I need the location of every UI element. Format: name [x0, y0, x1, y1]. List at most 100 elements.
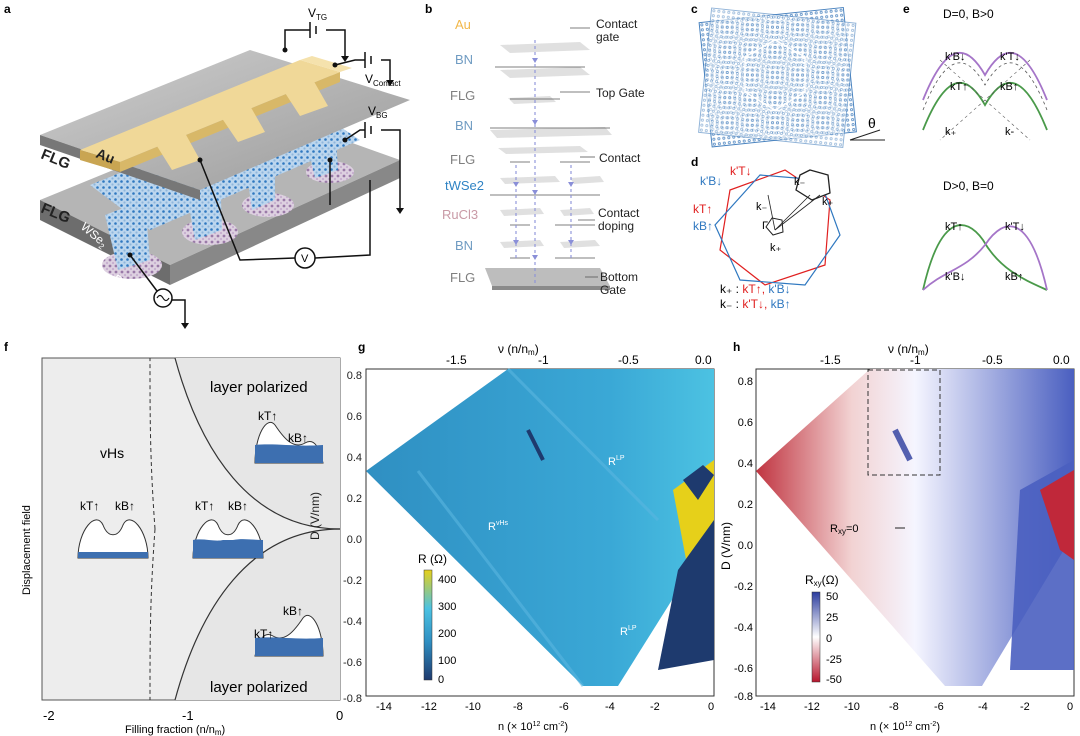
annotation-bottom-gate: Bottom Gate	[600, 270, 639, 297]
vcontact-label: VContact	[365, 72, 401, 88]
band-bottom-title: D>0, B=0	[943, 179, 994, 193]
colorbar-title: R (Ω)	[418, 552, 447, 566]
f-xtick: 0	[336, 708, 343, 723]
panel-label-c: c	[691, 2, 698, 16]
panel-label-f: f	[4, 340, 8, 354]
band-label: k'B↓	[945, 51, 965, 63]
bottom-tick: -10	[844, 701, 860, 713]
left-tick: -0.6	[343, 657, 362, 669]
bottom-tick: -6	[559, 701, 569, 713]
left-tick: 0.2	[738, 499, 753, 511]
au-label: Au	[94, 145, 117, 167]
colorbar-tick: 100	[438, 655, 456, 667]
band-label: k'T↓	[1005, 221, 1025, 233]
band-label: kT↑	[80, 499, 99, 513]
legend-k-plus: k₊ : kT↑, k'B↓	[720, 282, 791, 296]
panel-label-h: h	[733, 340, 741, 354]
top-tick: 0.0	[695, 353, 712, 367]
bottom-tick: -2	[1020, 701, 1030, 713]
left-tick: -0.6	[734, 663, 753, 675]
layer-name: FLG	[450, 88, 476, 103]
left-tick: 0.4	[738, 458, 753, 470]
layer-name: tWSe2	[445, 178, 485, 193]
k-label: k₋	[794, 176, 806, 188]
colorbar-tick: 0	[438, 674, 444, 686]
voltmeter-label: V	[301, 253, 309, 265]
band-top-title: D=0, B>0	[943, 7, 994, 21]
vtg-label: VTG	[308, 6, 327, 22]
zoom-box	[867, 369, 941, 476]
left-tick: 0.0	[738, 540, 753, 552]
top-tick: 0.0	[1053, 353, 1070, 367]
colorbar-tick: 50	[826, 591, 838, 603]
layer-name: Au	[455, 17, 471, 32]
left-tick: 0.8	[346, 370, 362, 382]
layer-name: BN	[455, 52, 474, 67]
brillouin-zone-diagram: k'B↓ k'T↓ k₋ k₊ kT↑ kB↑ k₋ Γ k₊ k₊ : kT↑…	[693, 164, 841, 311]
band-label: kB↑	[283, 604, 303, 618]
layer-name: FLG	[450, 152, 476, 167]
annotation-contact-doping: Contact doping	[598, 206, 640, 233]
band-label: kB↑	[1005, 271, 1023, 283]
left-tick: -0.8	[734, 691, 753, 703]
left-tick: 0.0	[346, 534, 362, 546]
bottom-tick: -8	[513, 701, 523, 713]
region-top-label: layer polarized	[210, 379, 308, 396]
k-label: k'T↓	[730, 164, 752, 178]
bottom-tick: -14	[760, 701, 776, 713]
layer-name: BN	[455, 118, 474, 133]
band-sketch	[254, 615, 324, 657]
band-label: kB↑	[115, 499, 135, 513]
top-tick: -0.5	[618, 353, 639, 367]
panel-label-g: g	[358, 340, 366, 354]
region-bottom-label: layer polarized	[210, 679, 308, 696]
moire-lattice: θ	[698, 6, 885, 149]
colorbar-tick: 300	[438, 601, 456, 613]
vhs-label: vHs	[100, 445, 124, 461]
bottom-tick: -14	[376, 701, 392, 713]
k-label: kB↑	[693, 219, 713, 233]
device-schematic: VTG VContact VBG FLG Au FLG WSe2 RuCl3 V	[39, 6, 410, 329]
left-tick: -0.2	[343, 575, 362, 587]
band-label: kB↑	[288, 431, 308, 445]
layer-stack: Au BN FLG BN FLG tWSe2 RuCl3 BN FLG	[430, 0, 690, 336]
layer-name: FLG	[450, 270, 476, 285]
band-label: k₊	[945, 126, 957, 138]
hall-map: Rxy=0 Rxy(Ω) 50 25 0 -25 -50 ν (n/nm) -1…	[720, 342, 1075, 733]
annotation-contact: Contact	[599, 151, 641, 165]
band-label: k'B↓	[945, 271, 965, 283]
left-tick: 0.6	[738, 417, 753, 429]
band-label: k-	[1005, 126, 1015, 138]
bottom-tick: 0	[1067, 701, 1073, 713]
band-diagrams: D=0, B>0 k'B↓ k'T↓ kT↑ kB↑ k₊ k- D>0, B=…	[922, 7, 1048, 291]
annotation-rvhs: RvHs	[488, 520, 509, 533]
bottom-tick: 0	[708, 701, 714, 713]
left-tick: 0.4	[346, 452, 362, 464]
panel-label-d: d	[691, 155, 699, 169]
k-label: k₊	[770, 242, 782, 254]
bottom-tick: -4	[605, 701, 615, 713]
colorbar-rxy	[811, 591, 821, 683]
bottom-tick: -4	[978, 701, 988, 713]
bottom-tick: -6	[934, 701, 944, 713]
bottom-axis-title: n (× 1012 cm-2)	[498, 721, 568, 733]
f-xtick: -2	[43, 708, 55, 723]
g-left-axis: 0.8 0.6 0.4 0.2 0.0 -0.2 -0.4 -0.6 -0.8	[330, 367, 364, 707]
left-tick: 0.8	[738, 376, 753, 388]
band-label: kT↑	[254, 627, 273, 641]
left-tick: -0.2	[734, 581, 753, 593]
colorbar-tick: 25	[826, 612, 838, 624]
annotation-rlp-top: RLP	[608, 455, 625, 468]
band-label: kT↑	[950, 81, 968, 93]
band-sketch	[77, 519, 149, 559]
k-label: k₊	[822, 196, 834, 208]
band-sketch	[192, 519, 264, 559]
bottom-tick: -10	[465, 701, 481, 713]
layer-name: BN	[455, 238, 474, 253]
left-tick: 0.6	[346, 411, 362, 423]
layer-name: RuCl3	[442, 207, 479, 222]
colorbar-tick: -25	[826, 654, 842, 666]
colorbar-r	[423, 569, 433, 681]
vbg-label: VBG	[368, 104, 388, 120]
panel-label-e: e	[903, 2, 910, 16]
